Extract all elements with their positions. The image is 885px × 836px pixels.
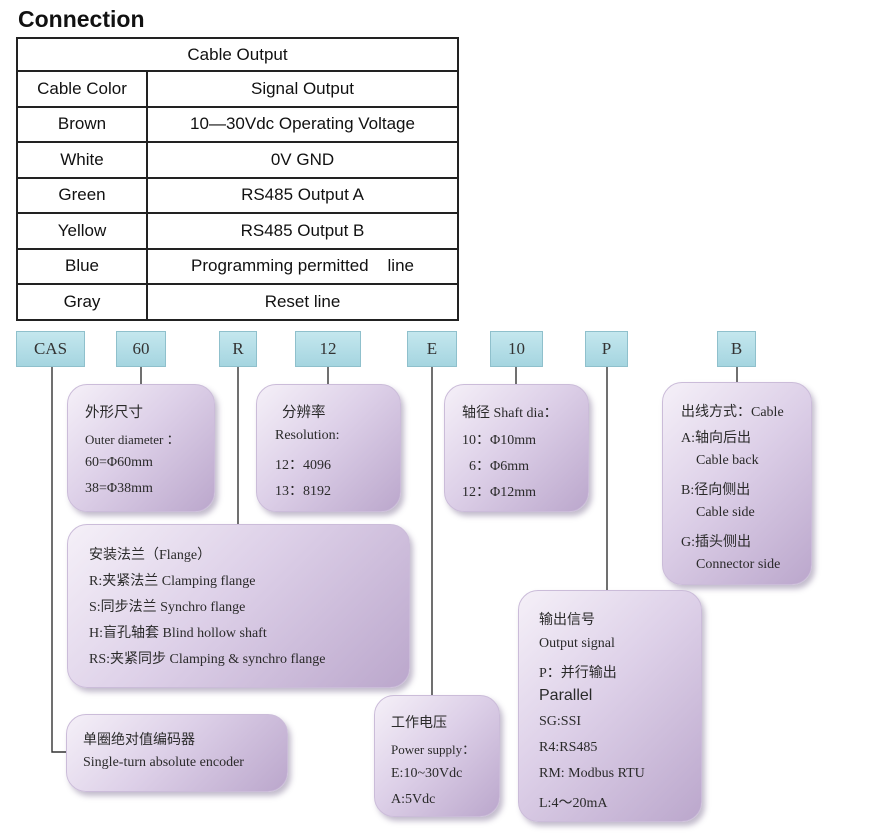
shaft-diameter-box: 轴径 Shaft dia： 10：Φ10mm 6：Φ6mm 12：Φ12mm bbox=[444, 384, 589, 512]
cell-color: Yellow bbox=[16, 212, 148, 250]
cell-color: White bbox=[16, 141, 148, 179]
cell-signal: 0V GND bbox=[146, 141, 459, 179]
table-title: Cable Output bbox=[16, 37, 459, 72]
box-line: S:同步法兰 Synchro flange bbox=[89, 600, 246, 615]
table-row: Brown 10—30Vdc Operating Voltage bbox=[16, 105, 459, 143]
cable-direction-box: 出线方式：Cable A:轴向后出 Cable back B:径向侧出 Cabl… bbox=[662, 382, 812, 585]
code-box-12: 12 bbox=[295, 331, 361, 367]
box-line: 12：Φ12mm bbox=[462, 485, 537, 500]
cell-color: Blue bbox=[16, 247, 148, 285]
box-line: 10：Φ10mm bbox=[462, 433, 537, 448]
code-box-10: 10 bbox=[490, 331, 543, 367]
box-line: 单圈绝对值编码器 bbox=[83, 733, 195, 748]
box-line: RS:夹紧同步 Clamping & synchro flange bbox=[89, 652, 326, 667]
box-line: 13：8192 bbox=[275, 484, 331, 499]
header-signal-output: Signal Output bbox=[146, 70, 459, 108]
box-line: 12：4096 bbox=[275, 458, 331, 473]
box-line: 工作电压 bbox=[391, 716, 447, 731]
box-line: P：并行输出 bbox=[539, 666, 617, 681]
box-line: Connector side bbox=[696, 557, 781, 572]
encoder-type-box: 单圈绝对值编码器 Single-turn absolute encoder bbox=[66, 714, 288, 792]
flange-box: 安装法兰（Flange） R:夹紧法兰 Clamping flange S:同步… bbox=[67, 524, 410, 688]
box-line: Cable side bbox=[696, 505, 755, 520]
table-row: Yellow RS485 Output B bbox=[16, 212, 459, 250]
box-line: 安装法兰（Flange） bbox=[89, 548, 212, 563]
box-line: H:盲孔轴套 Blind hollow shaft bbox=[89, 626, 267, 641]
table-row: White 0V GND bbox=[16, 141, 459, 179]
box-line: 60=Φ60mm bbox=[85, 455, 153, 470]
box-line: Cable back bbox=[696, 453, 759, 468]
table-title-row: Cable Output bbox=[16, 37, 459, 72]
cell-signal: 10—30Vdc Operating Voltage bbox=[146, 105, 459, 143]
box-line: 6：Φ6mm bbox=[469, 459, 530, 474]
box-line: 出线方式：Cable bbox=[681, 405, 784, 420]
cell-signal: RS485 Output B bbox=[146, 212, 459, 250]
box-line: Resolution: bbox=[275, 428, 340, 443]
box-line: RM: Modbus RTU bbox=[539, 766, 645, 781]
box-line: 输出信号 bbox=[539, 613, 595, 628]
resolution-box: 分辨率 Resolution: 12：4096 13：8192 bbox=[256, 384, 401, 512]
box-line: 轴径 Shaft dia： bbox=[462, 406, 558, 421]
box-line: Outer diameter ： bbox=[85, 432, 180, 447]
outer-diameter-box: 外形尺寸 Outer diameter ： 60=Φ60mm 38=Φ38mm bbox=[67, 384, 215, 512]
box-line: Output signal bbox=[539, 636, 615, 651]
box-line: 分辨率 bbox=[282, 405, 326, 421]
cell-signal: RS485 Output A bbox=[146, 176, 459, 214]
code-box-b: B bbox=[717, 331, 756, 367]
box-line: R4:RS485 bbox=[539, 740, 598, 755]
box-line: L:4～20mA bbox=[539, 796, 608, 811]
code-box-60: 60 bbox=[116, 331, 166, 367]
code-box-e: E bbox=[407, 331, 457, 367]
cell-signal: Programming permitted line bbox=[146, 247, 459, 285]
box-line: 外形尺寸 bbox=[85, 405, 143, 421]
code-box-p: P bbox=[585, 331, 628, 367]
box-line: 38=Φ38mm bbox=[85, 481, 153, 496]
table-row: Gray Reset line bbox=[16, 283, 459, 321]
cell-color: Gray bbox=[16, 283, 148, 321]
box-line: SG:SSI bbox=[539, 714, 582, 729]
power-supply-box: 工作电压 Power supply： E:10~30Vdc A:5Vdc bbox=[374, 695, 500, 817]
cell-color: Green bbox=[16, 176, 148, 214]
table-row: Green RS485 Output A bbox=[16, 176, 459, 214]
box-line: E:10~30Vdc bbox=[391, 766, 463, 781]
box-line: A:轴向后出 bbox=[681, 431, 751, 446]
box-line: B:径向侧出 bbox=[681, 483, 751, 498]
box-line: G:插头侧出 bbox=[681, 535, 751, 550]
cell-signal: Reset line bbox=[146, 283, 459, 321]
code-box-cas: CAS bbox=[16, 331, 85, 367]
header-cable-color: Cable Color bbox=[16, 70, 148, 108]
box-line: Single-turn absolute encoder bbox=[83, 755, 244, 770]
cell-color: Brown bbox=[16, 105, 148, 143]
output-signal-box: 输出信号 Output signal P：并行输出 Parallel SG:SS… bbox=[518, 590, 702, 822]
box-line: R:夹紧法兰 Clamping flange bbox=[89, 574, 256, 589]
box-line: Power supply： bbox=[391, 742, 476, 757]
connection-table: Cable Output Cable Color Signal Output B… bbox=[16, 37, 459, 321]
box-line: A:5Vdc bbox=[391, 792, 436, 807]
box-line: Parallel bbox=[539, 687, 593, 704]
table-header-row: Cable Color Signal Output bbox=[16, 70, 459, 108]
section-heading: Connection bbox=[18, 6, 145, 32]
code-box-r: R bbox=[219, 331, 257, 367]
table-row: Blue Programming permitted line bbox=[16, 247, 459, 285]
